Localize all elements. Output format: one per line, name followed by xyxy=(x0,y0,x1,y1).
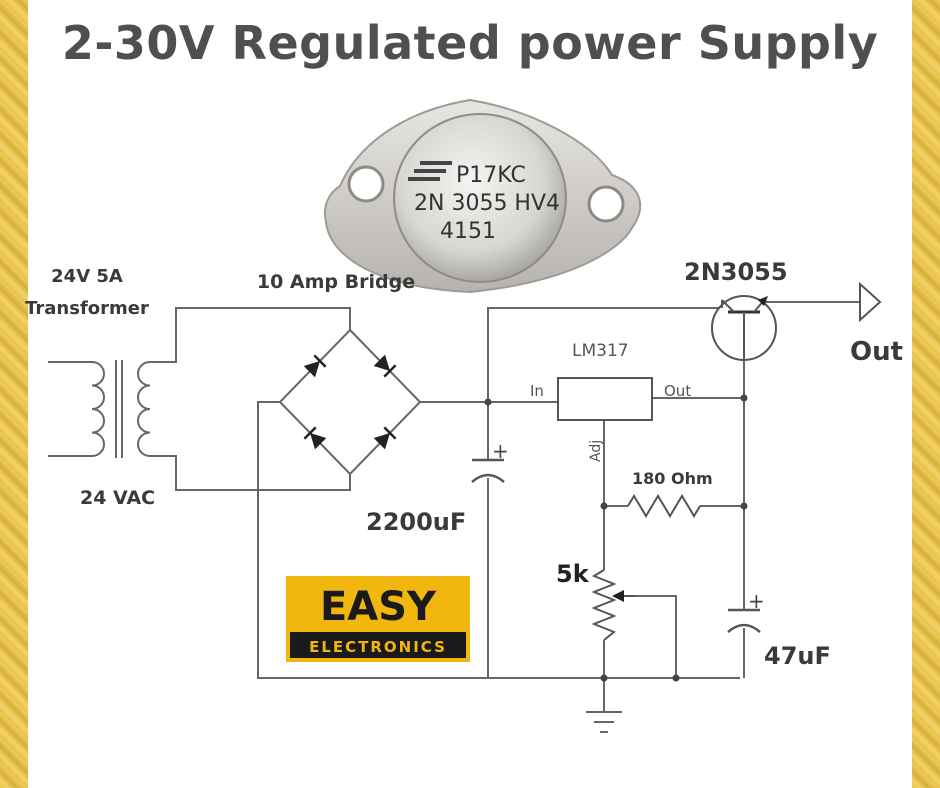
out-cap-label: 47uF xyxy=(764,642,831,670)
out-cap-plus-sign: + xyxy=(748,589,765,613)
vac-label: 24 VAC xyxy=(80,487,155,509)
logo-line-1: EASY xyxy=(320,584,437,630)
mounting-hole-left xyxy=(347,165,385,203)
manufacturer-logo-icon xyxy=(408,161,452,181)
transistor-label: 2N3055 xyxy=(684,258,788,286)
potentiometer-5k xyxy=(591,569,636,641)
mounting-hole-right xyxy=(587,185,625,223)
page-title: 2-30V Regulated power Supply xyxy=(61,16,879,70)
bridge-diode-4 xyxy=(373,426,397,450)
output-label: Out xyxy=(850,337,903,367)
photo-marking-3: 4151 xyxy=(440,219,496,244)
main-cap-plus-sign: + xyxy=(492,439,509,463)
output-arrow-icon xyxy=(859,281,882,323)
transistor-2n3055-symbol xyxy=(711,295,777,361)
junction-dots xyxy=(484,394,748,682)
circuit-wires xyxy=(150,301,860,733)
resistor-label: 180 Ohm xyxy=(632,469,713,488)
main-capacitor xyxy=(471,458,505,483)
transformer-label-line1: 24V 5A xyxy=(51,266,123,287)
transformer-symbol xyxy=(48,360,151,458)
regulator-label: LM317 xyxy=(572,341,629,361)
reg-in-label: In xyxy=(530,382,544,400)
pot-label: 5k xyxy=(556,560,590,588)
resistor-180-ohm xyxy=(627,494,701,518)
reg-out-label: Out xyxy=(664,382,691,400)
logo-line-2: ELECTRONICS xyxy=(309,638,447,656)
bridge-diode-1 xyxy=(303,354,327,378)
reg-adj-label: Adj xyxy=(588,440,604,462)
photo-marking-2: 2N 3055 HV4 xyxy=(414,191,560,216)
bridge-rectifier xyxy=(278,328,422,476)
bridge-diode-2 xyxy=(373,354,397,378)
wiper-arrow-icon xyxy=(612,590,624,602)
right-gold-border xyxy=(912,0,940,788)
output-capacitor xyxy=(727,608,761,633)
transformer-label-line2: Transformer xyxy=(25,298,149,319)
main-cap-label: 2200uF xyxy=(366,508,466,536)
bridge-diode-3 xyxy=(303,426,327,450)
transistor-photo: P17KC 2N 3055 HV4 4151 xyxy=(324,98,642,294)
lm317-regulator xyxy=(557,377,653,421)
bridge-label: 10 Amp Bridge xyxy=(257,271,415,293)
photo-marking-1: P17KC xyxy=(456,163,526,188)
left-gold-border xyxy=(0,0,28,788)
easy-electronics-logo: EASY ELECTRONICS xyxy=(286,576,470,662)
